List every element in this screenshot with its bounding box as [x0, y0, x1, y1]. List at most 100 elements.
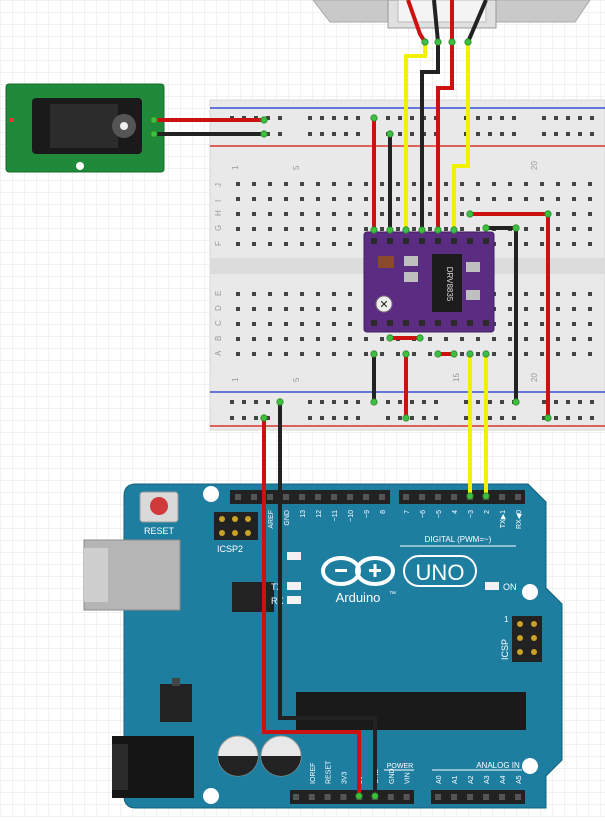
- digital-header-hole: [283, 494, 289, 500]
- breadboard-hole: [380, 352, 384, 356]
- breadboard-hole: [590, 400, 594, 404]
- digital-header-hole: [419, 494, 425, 500]
- wire-endpoint: [386, 334, 394, 342]
- breadboard-hole: [300, 337, 304, 341]
- breadboard-hole: [398, 132, 402, 136]
- breadboard-hole: [590, 116, 594, 120]
- breadboard-hole: [524, 242, 528, 246]
- breadboard-hole: [316, 242, 320, 246]
- breadboard-hole: [380, 197, 384, 201]
- breadboard-hole: [588, 322, 592, 326]
- breadboard-hole: [284, 227, 288, 231]
- digital-header-hole: [331, 494, 337, 500]
- wire-endpoint: [512, 224, 520, 232]
- breadboard-hole: [572, 322, 576, 326]
- driver-pin: [403, 238, 409, 244]
- breadboard-hole: [578, 416, 582, 420]
- wire-endpoint: [421, 38, 429, 46]
- breadboard-hole: [428, 337, 432, 341]
- digital-header-hole: [347, 494, 353, 500]
- breadboard-hole: [332, 400, 336, 404]
- breadboard-hole: [284, 292, 288, 296]
- breadboard-hole: [588, 182, 592, 186]
- on-label: ON: [503, 582, 517, 592]
- analog-header: [431, 790, 525, 804]
- digital-header-hole: [363, 494, 369, 500]
- breadboard-hole: [412, 227, 416, 231]
- breadboard-hole: [396, 182, 400, 186]
- digital-pin-label: ~5: [436, 510, 443, 518]
- breadboard-hole: [542, 400, 546, 404]
- row-letter-b: B: [214, 336, 223, 341]
- breadboard-hole: [422, 400, 426, 404]
- breadboard-hole: [572, 212, 576, 216]
- digital-header-hole: [235, 494, 241, 500]
- breadboard-hole: [386, 416, 390, 420]
- breadboard-hole: [332, 416, 336, 420]
- analog-pin-label: A1: [452, 775, 459, 784]
- breadboard-hole: [316, 182, 320, 186]
- breadboard-hole: [556, 212, 560, 216]
- breadboard-hole: [348, 197, 352, 201]
- breadboard-hole: [410, 416, 414, 420]
- breadboard-hole: [396, 197, 400, 201]
- breadboard-hole: [434, 416, 438, 420]
- breadboard-hole: [476, 182, 480, 186]
- driver-pin: [483, 238, 489, 244]
- analog-header-hole: [467, 794, 473, 800]
- wire-endpoint: [466, 350, 474, 358]
- breadboard-hole: [540, 292, 544, 296]
- breadboard-hole: [268, 337, 272, 341]
- wire-coil-red-1: [436, 42, 454, 230]
- wire-motor-black-2: [466, 0, 488, 43]
- row-letter-i: I: [214, 200, 223, 202]
- breadboard-hole: [308, 400, 312, 404]
- wire-endpoint: [482, 350, 490, 358]
- breadboard-hole: [476, 352, 480, 356]
- breadboard-hole: [410, 116, 414, 120]
- breadboard-hole: [542, 116, 546, 120]
- analog-pin-label: A0: [436, 775, 443, 784]
- driver-pin: [371, 238, 377, 244]
- breadboard-hole: [476, 116, 480, 120]
- breadboard-hole: [540, 227, 544, 231]
- power-header-hole: [403, 794, 410, 800]
- breadboard-hole: [476, 197, 480, 201]
- breadboard-hole: [508, 322, 512, 326]
- breadboard-hole: [488, 116, 492, 120]
- breadboard-hole: [254, 400, 258, 404]
- breadboard-hole: [332, 292, 336, 296]
- breadboard-hole: [578, 116, 582, 120]
- breadboard-hole: [332, 242, 336, 246]
- breadboard-hole: [380, 227, 384, 231]
- breadboard-hole: [348, 242, 352, 246]
- breadboard-hole: [460, 337, 464, 341]
- breadboard-hole: [236, 242, 240, 246]
- breadboard-hole: [428, 212, 432, 216]
- digital-pin-label: 7: [404, 510, 411, 514]
- breadboard-hole: [348, 227, 352, 231]
- driver-chip-label: DRV8835: [445, 267, 454, 302]
- wire-endpoint: [386, 130, 394, 138]
- wire-endpoint: [482, 224, 490, 232]
- breadboard-hole: [252, 197, 256, 201]
- breadboard-hole: [300, 212, 304, 216]
- analog-header-hole: [451, 794, 457, 800]
- breadboard-hole: [348, 292, 352, 296]
- breadboard-hole: [332, 227, 336, 231]
- analog-header-hole: [483, 794, 489, 800]
- model-label: UNO: [416, 560, 465, 585]
- breadboard-hole: [300, 227, 304, 231]
- wire-endpoint: [418, 226, 426, 234]
- breadboard-hole: [252, 242, 256, 246]
- wire-endpoint: [434, 350, 442, 358]
- breadboard-hole: [554, 132, 558, 136]
- breadboard-hole: [428, 197, 432, 201]
- wire-endpoint: [464, 38, 472, 46]
- digital-pin-label: 13: [300, 510, 307, 518]
- driver-pin: [467, 320, 473, 326]
- breadboard-hole: [252, 227, 256, 231]
- breadboard-hole: [300, 182, 304, 186]
- breadboard-hole: [236, 337, 240, 341]
- wire-endpoint: [371, 792, 379, 800]
